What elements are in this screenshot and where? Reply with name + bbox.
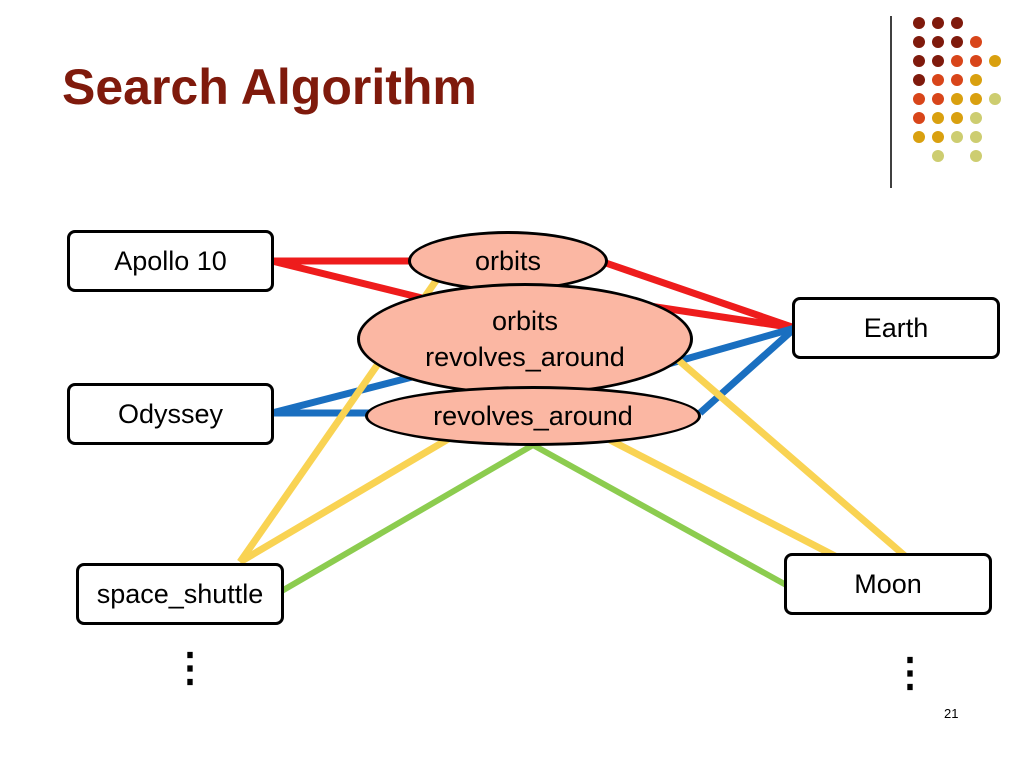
node-earth: Earth <box>792 297 1000 359</box>
node-odyssey-label: Odyssey <box>117 398 224 429</box>
relation-revolves-around: revolves_around <box>365 386 701 446</box>
edge-apollo-orbits-lower <box>271 257 431 304</box>
page-number: 21 <box>944 706 959 721</box>
decorative-dot-grid <box>913 17 1001 162</box>
relation-orbits-revolves-around: orbits revolves_around <box>357 283 693 395</box>
edge-revolves-moon <box>608 436 837 560</box>
title-divider-line <box>890 16 892 188</box>
node-space-shuttle-label: space_shuttle <box>96 578 264 609</box>
node-moon: Moon <box>784 553 992 615</box>
node-moon-label: Moon <box>854 568 922 599</box>
edge-odyssey-revolves <box>271 371 421 417</box>
edge-revolves-moon-green <box>531 442 790 589</box>
edge-shuttle-revolves-green <box>278 442 535 595</box>
node-space-shuttle: space_shuttle <box>76 563 284 625</box>
relation-combined-line2: revolves_around <box>425 342 625 372</box>
edge-shuttle-revolves <box>238 434 452 566</box>
node-earth-label: Earth <box>863 312 929 343</box>
relation-combined-line1: orbits <box>491 306 559 336</box>
edge-orbits-earth <box>598 257 797 332</box>
edge-revolves-earth-lower <box>697 325 798 416</box>
relation-orbits-label: orbits <box>474 246 542 276</box>
relation-revolves-around-label: revolves_around <box>433 401 633 431</box>
continuation-dots-right: ⋮ <box>890 651 930 695</box>
edge-orbits-moon <box>673 355 908 559</box>
continuation-dots-left: ⋮ <box>170 646 210 690</box>
node-apollo-10-label: Apollo 10 <box>114 245 227 276</box>
slide-title: Search Algorithm <box>62 59 477 115</box>
relation-orbits: orbits <box>408 231 608 291</box>
node-odyssey: Odyssey <box>67 383 274 445</box>
node-apollo-10: Apollo 10 <box>67 230 274 292</box>
